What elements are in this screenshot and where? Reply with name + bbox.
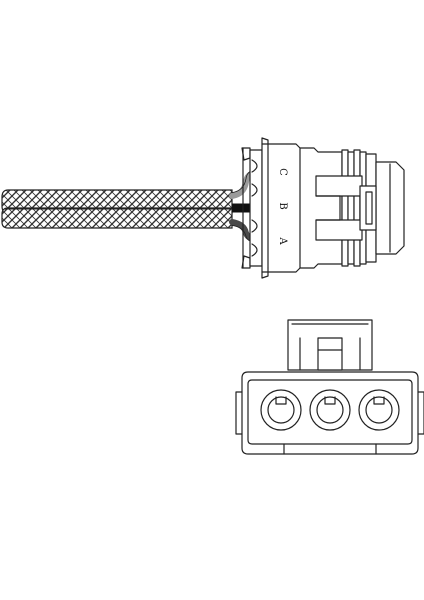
connector-face-view bbox=[235, 319, 424, 455]
pin-label-a: A bbox=[277, 236, 288, 245]
pin-label-c: C bbox=[277, 168, 288, 176]
three-pin-connector-icon: C B A bbox=[241, 137, 405, 279]
pin-cavity-right bbox=[358, 389, 400, 431]
pin-cavity-middle bbox=[309, 389, 351, 431]
pin-cavity-left bbox=[260, 389, 302, 431]
braided-sensor-cable-icon bbox=[1, 189, 233, 229]
pin-label-b: B bbox=[277, 202, 288, 209]
